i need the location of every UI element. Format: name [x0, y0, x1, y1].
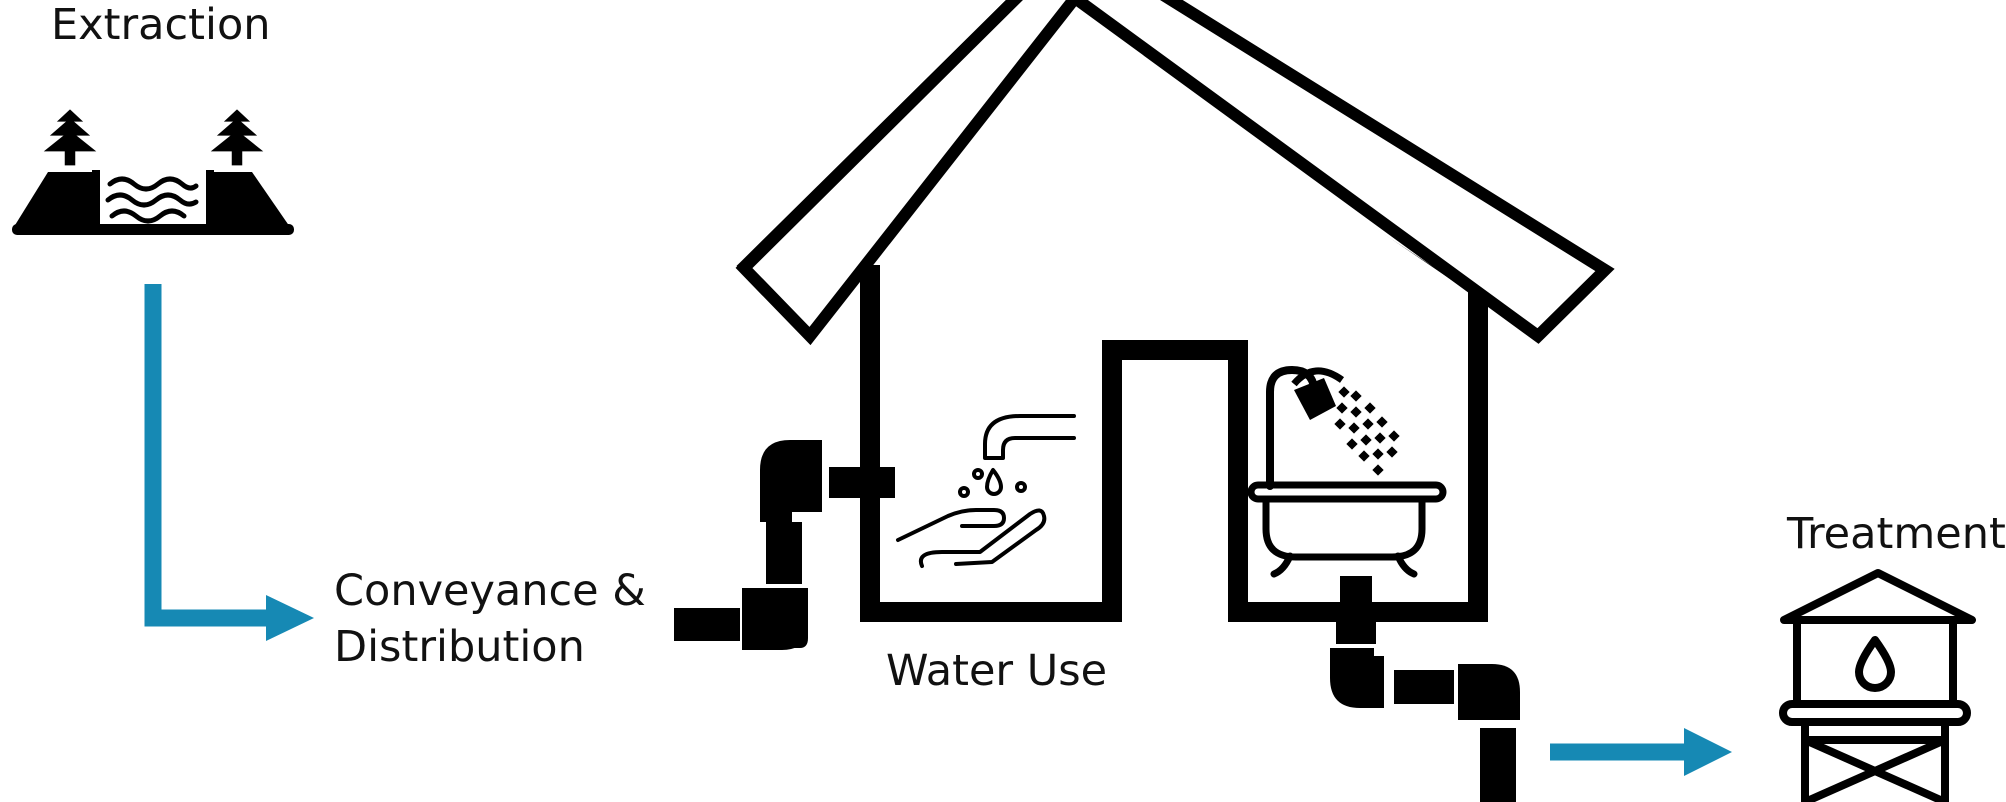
bathtub-shower-icon [1251, 370, 1443, 574]
label-water-use: Water Use [886, 644, 1107, 700]
forest-lake-icon [12, 109, 294, 235]
shower-drops [1334, 386, 1399, 475]
label-conveyance-line1: Conveyance & [334, 564, 646, 620]
label-conveyance-line2: Distribution [334, 620, 646, 676]
water-tower-icon [1783, 573, 1972, 802]
faucet-hand-icon [898, 416, 1074, 566]
label-extraction: Extraction [51, 0, 271, 54]
flow-arrow-treatment [1550, 728, 1732, 776]
label-treatment: Treatment [1787, 507, 2006, 563]
label-conveyance-distribution: Conveyance & Distribution [334, 564, 646, 676]
flow-arrow-extraction [153, 284, 314, 641]
